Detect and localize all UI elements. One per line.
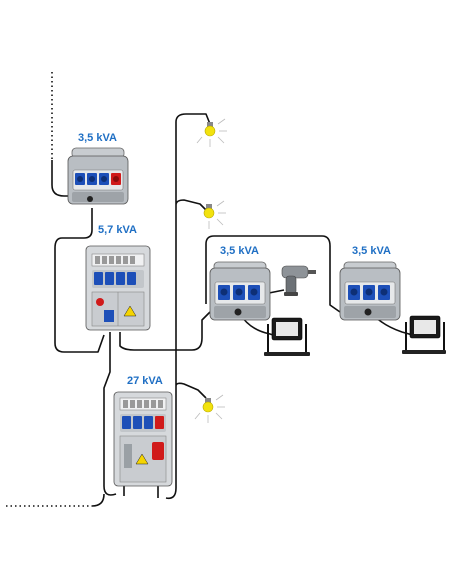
distribution-box-4	[209, 261, 271, 321]
cable-into-box1	[51, 160, 74, 197]
distribution-box-5	[339, 261, 401, 321]
box4-rating-label: 3,5 kVA	[220, 245, 259, 257]
power-drill-icon	[281, 265, 316, 296]
cable-box2-to-box3	[103, 332, 117, 496]
distribution-box-3	[113, 391, 173, 487]
cable-box4-to-box5	[205, 235, 341, 313]
cable-lamp-riser	[165, 113, 211, 500]
cable-box1-to-box2	[54, 208, 105, 353]
cable-box2-to-box4	[119, 311, 211, 351]
distribution-box-2	[85, 245, 151, 331]
box2-rating-label: 5,7 kVA	[98, 224, 137, 236]
box5-rating-label: 3,5 kVA	[352, 245, 391, 257]
distribution-box-1	[67, 147, 129, 205]
bulb-bottom	[194, 394, 225, 423]
cable-bottom-join	[91, 493, 105, 507]
box1-rating-label: 3,5 kVA	[78, 132, 117, 144]
floodlight-1-icon	[264, 317, 310, 356]
floodlight-2-icon	[402, 315, 446, 354]
bulb-top	[196, 118, 227, 147]
cables	[6, 72, 417, 507]
bulb-middle	[203, 200, 226, 229]
box3-rating-label: 27 kVA	[127, 375, 163, 387]
